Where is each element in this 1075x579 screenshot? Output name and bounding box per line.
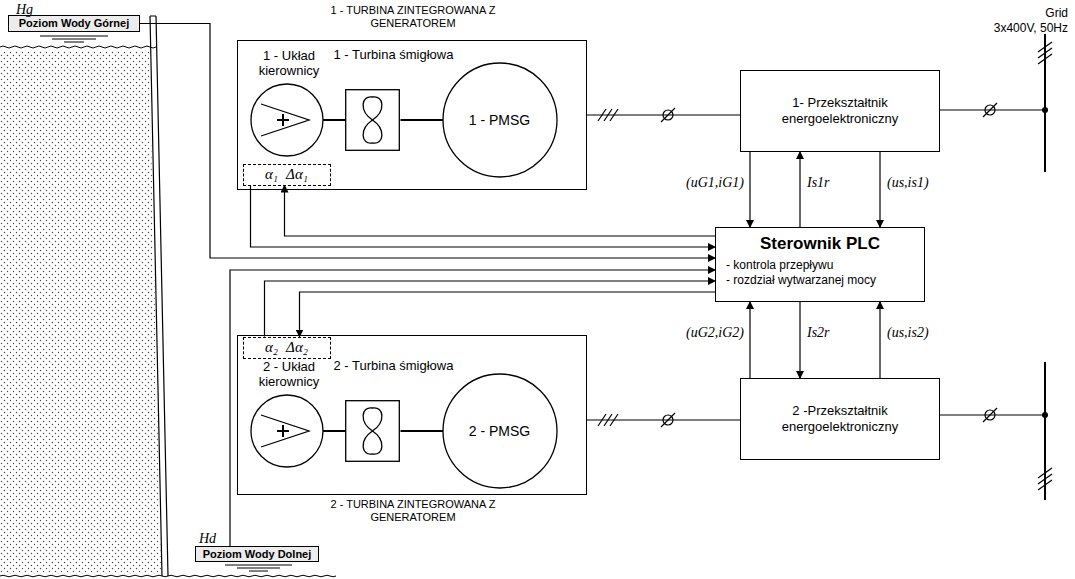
- box-heading: 1 - TURBINA ZINTEGROWANA Z GENERATOREM: [313, 4, 513, 30]
- propeller-symbol: [345, 89, 400, 151]
- level-symbol: Hg: [16, 2, 33, 17]
- guide-vane-label: 1 - Układ kierownicy: [247, 48, 332, 78]
- signal-connector: [251, 186, 716, 248]
- plc-function: - kontrola przepływu: [726, 258, 914, 273]
- vane-wedge: [261, 415, 309, 447]
- signal-label: (uG2,iG2): [685, 325, 745, 340]
- signal-connector: [879, 302, 880, 378]
- angle-symbol: α₂: [265, 339, 278, 356]
- propeller-blades: [363, 96, 382, 142]
- plus-sign: [277, 425, 289, 437]
- angle-symbol: Δα₁: [286, 166, 308, 183]
- signal-connector: [879, 152, 880, 227]
- signal-connector: [749, 302, 750, 378]
- signal-connector: [587, 114, 740, 115]
- signal-label: (us,is2): [886, 325, 930, 340]
- water-level-mark: [225, 565, 292, 571]
- propeller-symbol: [345, 400, 400, 462]
- water-level-box: Poziom Wody Górnej: [8, 15, 140, 32]
- converter-box: 2 -Przekształtnik energoelektroniczny: [740, 378, 940, 460]
- junction-dot: [1042, 412, 1048, 418]
- generator-circle: 1 - PMSG: [442, 62, 558, 178]
- upper-water: [0, 50, 161, 574]
- heading-text: 1 - TURBINA ZINTEGROWANA Z GENERATOREM: [313, 4, 513, 30]
- signal-connector: [285, 186, 716, 237]
- grid-label-holder: 3x400V, 50Hz: [994, 18, 1068, 36]
- guide-vane-symbol: [247, 80, 332, 160]
- signal-label: Is1r: [806, 175, 831, 190]
- guide-vane-symbol: [247, 391, 332, 471]
- grid-connection: [940, 110, 1045, 415]
- propeller-blades: [363, 407, 382, 453]
- generator-ring: [443, 63, 557, 177]
- grid-label: Grid: [1045, 6, 1068, 20]
- shaft: [323, 120, 443, 431]
- signal-label-holder: Is2r: [806, 323, 831, 341]
- turbine-label: 1 - Turbina śmigłowa: [334, 47, 412, 62]
- box-heading: 2 - TURBINA ZINTEGROWANA Z GENERATOREM: [313, 498, 513, 524]
- turbine-housing: [346, 400, 400, 461]
- signal-connector: [300, 292, 716, 337]
- plc-function: - rozdział wytwarzanej mocy: [726, 273, 914, 288]
- generator-label: 2 - PMSG: [469, 423, 530, 439]
- signal-label: (uG1,iG1): [685, 175, 745, 190]
- vane-angle-box: α₂ Δα₂: [243, 337, 331, 359]
- level-symbol-holder: Hd: [199, 529, 216, 547]
- converter-label: 1- Przekształtnik energoelektroniczny: [751, 95, 929, 127]
- turbine-label: 2 - Turbina śmigłowa: [334, 358, 412, 373]
- signal-connector: [749, 152, 750, 227]
- signal-label-holder: (us,is1): [886, 173, 930, 191]
- signal-label-holder: (uG1,iG1): [685, 173, 745, 191]
- junction-dot: [1042, 107, 1048, 113]
- signal-connector: [265, 281, 716, 337]
- water-level-label: Poziom Wody Dolnej: [203, 548, 312, 561]
- turbine-housing: [346, 89, 400, 150]
- signal-connector: [230, 270, 715, 546]
- generator-circle: 2 - PMSG: [442, 373, 558, 489]
- vane-angle-box: α₁ Δα₁: [243, 164, 331, 186]
- level-symbol-holder: Hg: [16, 0, 33, 18]
- guide-vane-unit: 1 - Układ kierownicy: [247, 48, 332, 166]
- generator-ring: [443, 374, 557, 488]
- converter-label: 2 -Przekształtnik energoelektroniczny: [751, 403, 929, 435]
- water-level-mark: [40, 36, 108, 42]
- turbine-generator-box: 1 - TURBINA ZINTEGROWANA Z GENERATOREM1 …: [237, 40, 587, 190]
- signal-label-holder: Is1r: [806, 173, 831, 191]
- guide-vane-circle: [251, 84, 323, 156]
- plus-sign: [277, 114, 289, 126]
- angle-symbol: α₁: [265, 166, 278, 183]
- level-symbol: Hd: [199, 531, 216, 546]
- three-phase-marks: [598, 42, 1052, 490]
- vane-wedge: [261, 104, 309, 136]
- propeller-turbine: 2 - Turbina śmigłowa: [334, 358, 412, 464]
- guide-vane-circle: [251, 395, 323, 467]
- turbine-generator-box: 2 - TURBINA ZINTEGROWANA Z GENERATOREMα₂…: [237, 335, 587, 495]
- converter-box: 1- Przekształtnik energoelektroniczny: [740, 70, 940, 152]
- signal-connector: [799, 152, 800, 227]
- guide-vane-unit: 2 - Układ kierownicy: [247, 359, 332, 477]
- propeller-turbine: 1 - Turbina śmigłowa: [334, 47, 412, 153]
- grid-label: 3x400V, 50Hz: [994, 21, 1068, 35]
- signal-label: (us,is1): [886, 175, 930, 190]
- water-level-box: Poziom Wody Dolnej: [195, 546, 319, 562]
- grid-label-holder: Grid: [1045, 3, 1068, 21]
- heading-text: 2 - TURBINA ZINTEGROWANA Z GENERATOREM: [313, 498, 513, 524]
- signal-connector: [587, 419, 740, 420]
- water-level-label: Poziom Wody Górnej: [19, 17, 129, 30]
- water-surface: [0, 46, 156, 48]
- signal-label-holder: (uG2,iG2): [685, 323, 745, 341]
- signal-connector: [140, 24, 715, 259]
- grid-bus: [1044, 34, 1046, 500]
- signal-connector: [799, 302, 800, 378]
- signal-label-holder: (us,is2): [886, 323, 930, 341]
- generator-label: 1 - PMSG: [469, 112, 530, 128]
- angle-symbol: Δα₂: [286, 339, 308, 356]
- dam-wall: [150, 16, 168, 576]
- signal-label: Is2r: [806, 325, 831, 340]
- plc-title: Sterownik PLC: [726, 233, 914, 254]
- guide-vane-label: 2 - Układ kierownicy: [247, 359, 332, 389]
- plc-controller: Sterownik PLC - kontrola przepływu- rozdz…: [715, 227, 925, 302]
